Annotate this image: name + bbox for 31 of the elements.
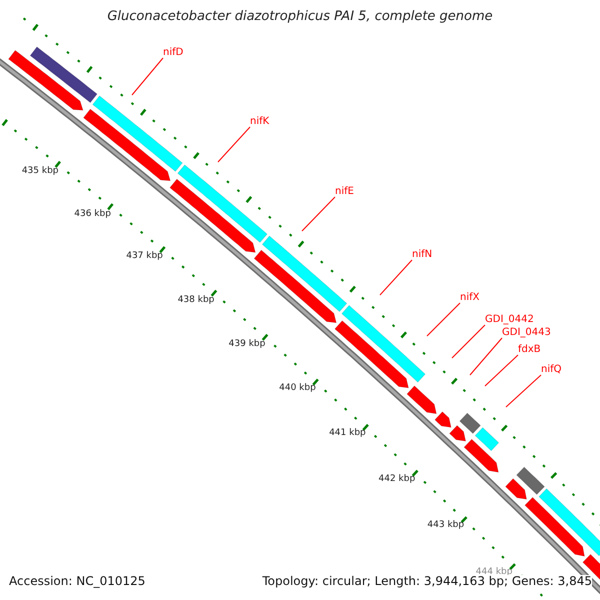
scale-label: 436 kbp [74,210,111,220]
gene-label: nifD [163,47,184,58]
leader-line [426,302,460,336]
scale-label: 438 kbp [178,296,214,306]
gene-label: GDI_0443 [502,327,551,338]
gene-label: nifN [412,249,432,260]
gene-label: nifX [460,292,480,303]
leader-line [484,354,518,386]
leader-line [302,196,336,232]
leader-line [132,58,164,96]
leader-line [470,338,502,376]
gene-label: nifK [250,116,270,127]
gene-label: fdxB [518,344,541,355]
scale-label: 444 kbp [476,568,512,578]
scale-label: 441 kbp [329,429,366,440]
scale-label: 435 kbp [22,167,58,178]
scale-label: 440 kbp [279,384,316,394]
leader-line [218,126,250,162]
leader-line [506,374,542,408]
scale-label: 443 kbp [427,521,464,532]
accession-text: Accession: NC_010125 [9,575,146,588]
gene-label: nifQ [541,364,562,375]
leader-line [380,260,412,296]
gene-label: nifE [335,186,354,197]
scale-label: 442 kbp [378,475,416,485]
map-title: Gluconacetobacter diazotrophicus PAI 5, complete genome [106,10,494,24]
scale-label: 437 kbp [126,252,163,262]
gene-label: GDI_0442 [485,314,534,325]
scale-label: 439 kbp [228,340,266,350]
genome-info-text: Topology: circular; Length: 3,944,163 bp; Genes: 3,845 [262,575,592,588]
leader-line [452,324,486,358]
